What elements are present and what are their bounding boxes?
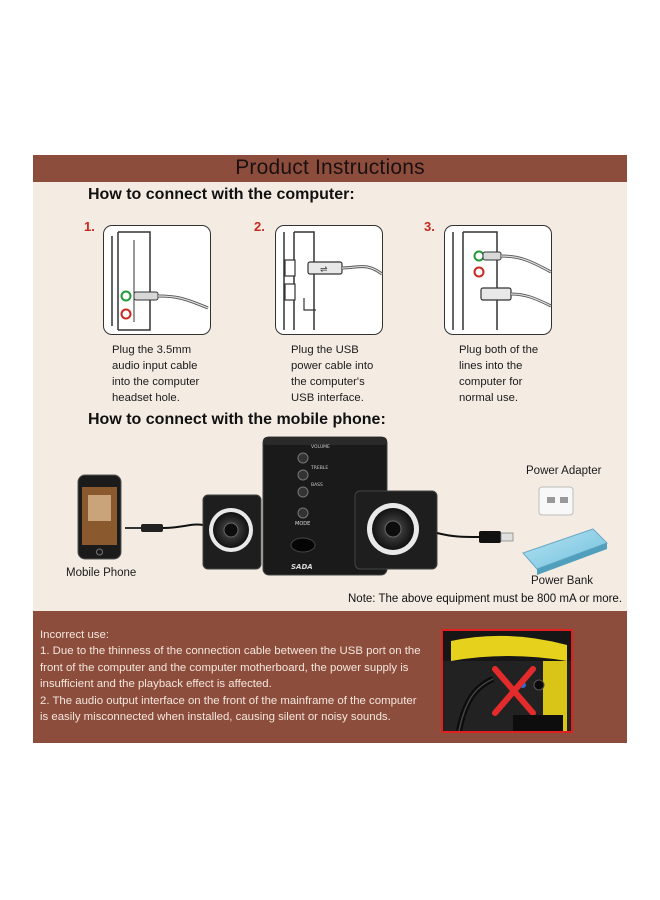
step-2-number: 2. [254, 219, 265, 234]
incorrect-use-text: Incorrect use: 1. Due to the thinness of… [40, 629, 421, 724]
mobile-connection-illustration: VOLUME TREBLE BASS MODE SADA [77, 436, 608, 576]
page-title: Product Instructions [235, 156, 425, 179]
brand-logo: SADA [291, 563, 313, 571]
both-cables-diagram [452, 231, 552, 330]
mic-port-icon [120, 308, 132, 320]
equipment-note: Note: The above equipment must be 800 mA… [348, 593, 623, 605]
audio-plug-icon [141, 524, 163, 532]
step-3-number: 3. [424, 219, 435, 234]
power-adapter-label: Power Adapter [526, 465, 602, 477]
right-speaker-icon [354, 490, 438, 570]
volume-knob-icon [297, 452, 309, 464]
instruction-poster: Product Instructions How to connect with… [33, 155, 627, 743]
power-adapter-icon [538, 486, 574, 516]
mobile-phone-label: Mobile Phone [66, 567, 137, 579]
wrong-connection-photo [443, 631, 571, 731]
usb-plug-icon [479, 531, 501, 543]
bass-label: BASS [311, 482, 323, 488]
incorrect-use-photo [441, 629, 573, 733]
power-bank-icon [522, 528, 608, 575]
treble-knob-icon [297, 469, 309, 481]
wrong-x-icon [492, 666, 536, 716]
mode-label: MODE [295, 521, 310, 527]
usb-power-diagram: ⇌ [283, 231, 383, 330]
volume-label: VOLUME [311, 444, 330, 450]
treble-label: TREBLE [310, 465, 328, 471]
step-3-illustration [444, 225, 552, 335]
step-3-text: Plug both of the lines into the computer… [459, 344, 539, 404]
mobile-phone-icon [77, 474, 122, 560]
usb-port-icon [284, 259, 296, 277]
mobile-section-heading: How to connect with the mobile phone: [88, 411, 386, 428]
left-speaker-icon [202, 494, 262, 570]
mode-button-icon [297, 507, 309, 519]
svg-text:⇌: ⇌ [320, 265, 328, 275]
step-1-number: 1. [84, 219, 95, 234]
usb-port-icon [284, 283, 296, 301]
step-1-illustration [103, 225, 211, 335]
headset-port-icon [120, 290, 132, 302]
step-2-illustration: ⇌ [275, 225, 383, 335]
bass-knob-icon [297, 486, 309, 498]
step-2-text: Plug the USB power cable into the comput… [291, 344, 374, 404]
incorrect-use-band: Incorrect use: 1. Due to the thinness of… [33, 611, 627, 743]
title-bar: Product Instructions [33, 155, 627, 182]
power-bank-label: Power Bank [531, 575, 594, 587]
audio-jack-diagram [111, 231, 209, 331]
computer-section-heading: How to connect with the computer: [88, 186, 355, 203]
step-1-text: Plug the 3.5mm audio input cable into th… [112, 344, 200, 404]
